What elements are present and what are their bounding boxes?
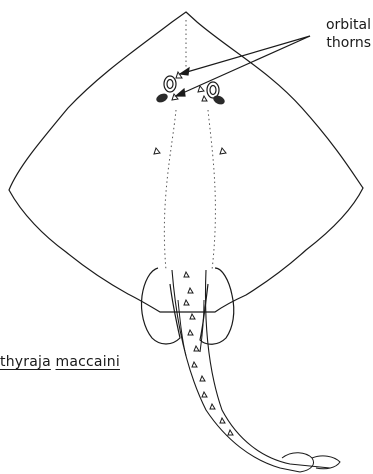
scapular-thorn: [220, 148, 226, 154]
left-eye: [164, 76, 176, 92]
species-caption: thyraja maccaini: [0, 354, 120, 370]
orbital-thorn: [198, 86, 204, 92]
scapular-thorn: [154, 148, 160, 154]
caption-species: maccaini: [56, 354, 120, 370]
body-outline-right: [208, 110, 215, 270]
orbital-thorn: [202, 96, 207, 101]
tail-thorns: [184, 272, 233, 435]
left-pelvic-fin: [141, 268, 180, 344]
caption-genus: thyraja: [0, 354, 51, 370]
body-outline-left: [164, 110, 176, 270]
right-pelvic-fin: [200, 268, 234, 344]
callout-arrows: [176, 36, 310, 96]
label-line-1: orbital: [326, 16, 371, 34]
tail-right-edge: [206, 270, 330, 468]
right-spiracle: [212, 94, 226, 106]
label-line-2: thorns: [326, 34, 371, 52]
left-spiracle: [155, 92, 169, 104]
tail-fin: [282, 453, 340, 472]
orbital-thorns-label: orbital thorns: [326, 16, 371, 52]
